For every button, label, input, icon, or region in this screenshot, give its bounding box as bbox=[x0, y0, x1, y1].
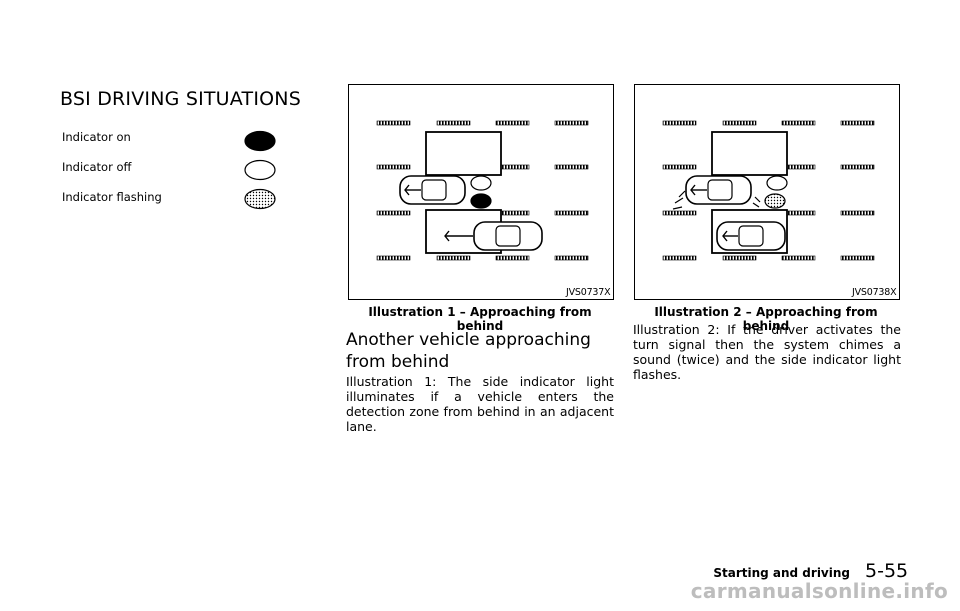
illustration-1 bbox=[348, 84, 614, 300]
page-number: 5-55 bbox=[865, 560, 909, 582]
detection-zone bbox=[711, 131, 788, 176]
lane-markings bbox=[662, 120, 875, 261]
watermark: carmanualsonline.info bbox=[690, 579, 948, 603]
figure-code: JVS0738X bbox=[852, 287, 897, 298]
indicator-flashing-icon bbox=[764, 193, 786, 209]
indicator-flashing-icon bbox=[244, 188, 276, 210]
subject-vehicle bbox=[685, 175, 752, 205]
approaching-vehicle bbox=[444, 221, 543, 251]
indicator-off-icon bbox=[244, 159, 276, 181]
illustration-2 bbox=[634, 84, 900, 300]
figure-code: JVS0737X bbox=[566, 287, 611, 298]
indicator-off-icon bbox=[766, 175, 788, 191]
subject-vehicle bbox=[399, 175, 466, 205]
section-title: BSI DRIVING SITUATIONS bbox=[60, 88, 301, 110]
paragraph-illustration-1: Illustration 1: The side indicator light… bbox=[346, 374, 614, 434]
subheading: Another vehicle approaching from behind bbox=[346, 330, 591, 372]
figure-caption: Illustration 1 – Approaching from behind bbox=[368, 305, 592, 333]
legend-label-flashing: Indicator flashing bbox=[62, 190, 162, 204]
approaching-vehicle bbox=[716, 221, 786, 251]
indicator-on-icon bbox=[470, 193, 492, 209]
indicator-off-icon bbox=[470, 175, 492, 191]
indicator-on-icon bbox=[244, 130, 276, 152]
detection-zone bbox=[425, 131, 502, 176]
legend-label-off: Indicator off bbox=[62, 160, 132, 174]
footer-section-title: Starting and driving bbox=[713, 566, 850, 580]
turn-signal-lines bbox=[672, 190, 761, 210]
legend-label-on: Indicator on bbox=[62, 130, 131, 144]
paragraph-illustration-2: Illustration 2: If the driver activates … bbox=[633, 322, 901, 382]
figure-caption: Illustration 2 – Approaching from behind bbox=[654, 305, 878, 333]
lane-markings bbox=[376, 120, 589, 261]
